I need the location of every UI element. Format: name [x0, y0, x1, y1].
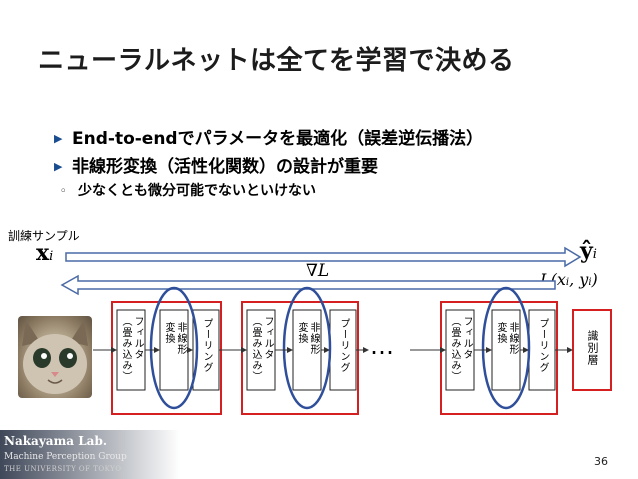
filter-box-1 — [116, 309, 146, 391]
loss-sub1: i — [565, 277, 570, 288]
filter-label-1: フィルタ — [132, 316, 143, 360]
filter-box-3 — [445, 309, 475, 391]
layer-group-1-box — [111, 301, 222, 415]
nonlinear-label-1b: 変換 — [163, 322, 174, 344]
bullet-2: ▶ 非線形変換（活性化関数）の設計が重要 — [54, 152, 378, 177]
sub-bullet: ◦ 少なくとも微分可能でないといけない — [60, 180, 316, 200]
pooling-label-3: プーリング — [537, 318, 548, 373]
pooling-label-1: プーリング — [201, 318, 212, 373]
filter-box-2 — [246, 309, 276, 391]
lab-group: Machine Perception Group — [4, 452, 127, 462]
nonlinear-label-1a: 非線形 — [175, 322, 186, 355]
cat-photo — [18, 316, 92, 398]
lab-name: Nakayama Lab. — [4, 434, 108, 448]
classifier-box — [572, 309, 612, 391]
pooling-box-2 — [329, 309, 357, 391]
loss-sub2: i — [588, 277, 592, 288]
bullet-arrow-icon: ▶ — [54, 132, 63, 145]
bullet-2-text: 非線形変換（活性化関数）の設計が重要 — [72, 157, 378, 177]
output-y-label: ŷi — [580, 238, 597, 264]
gradient-label: ∇L — [306, 261, 330, 281]
slide-title: ニューラルネットは全てを学習で決める — [38, 46, 515, 76]
layer-group-3-box — [440, 301, 558, 415]
nonlinear-highlight-2 — [282, 286, 332, 410]
nonlinear-box-3 — [491, 309, 521, 391]
filter-sub-3: （畳み込み） — [449, 316, 460, 382]
loss-label-mid: , y — [569, 270, 589, 289]
layer-group-2-box — [241, 301, 359, 415]
nonlinear-box-2 — [292, 309, 322, 391]
input-x-subscript: i — [49, 249, 54, 264]
bullet-1-text: End-to-endでパラメータを最適化（誤差逆伝播法） — [72, 129, 484, 149]
output-y-symbol: ŷ — [580, 238, 593, 264]
training-sample-label: 訓練サンプル — [8, 229, 80, 243]
nonlinear-highlight-1 — [149, 286, 199, 410]
filter-sub-1: （畳み込み） — [120, 316, 131, 382]
backward-arrow — [60, 274, 556, 296]
bullet-1: ▶ End-to-endでパラメータを最適化（誤差逆伝播法） — [54, 124, 483, 149]
input-x-label: xi — [36, 240, 53, 266]
input-x-symbol: x — [36, 240, 50, 266]
sub-bullet-text: 少なくとも微分可能でないといけない — [78, 183, 316, 199]
page-number: 36 — [594, 455, 608, 468]
bullet-arrow-icon: ▶ — [54, 160, 63, 173]
filter-label-3: フィルタ — [461, 316, 472, 360]
lab-logo: Nakayama Lab. Machine Perception Group T… — [0, 430, 180, 479]
classifier-label: 識別層 — [586, 330, 599, 366]
pooling-box-3 — [528, 309, 556, 391]
lab-university: The University of Tokyo — [4, 465, 122, 473]
nonlinear-label-3b: 変換 — [495, 322, 506, 344]
nonlinear-label-2a: 非線形 — [308, 322, 319, 355]
circle-bullet-icon: ◦ — [60, 186, 67, 197]
nonlinear-label-3a: 非線形 — [507, 322, 518, 355]
loss-label-end: ) — [591, 270, 598, 289]
cat-face-icon — [22, 320, 88, 394]
nonlinear-label-2b: 変換 — [296, 322, 307, 344]
filter-sub-2: （畳み込み） — [250, 316, 261, 382]
nonlinear-highlight-3 — [481, 286, 531, 410]
forward-arrow — [65, 246, 582, 268]
ellipsis: … — [370, 332, 396, 360]
pooling-label-2: プーリング — [338, 318, 349, 373]
output-y-subscript: i — [592, 247, 597, 262]
filter-label-2: フィルタ — [262, 316, 273, 360]
